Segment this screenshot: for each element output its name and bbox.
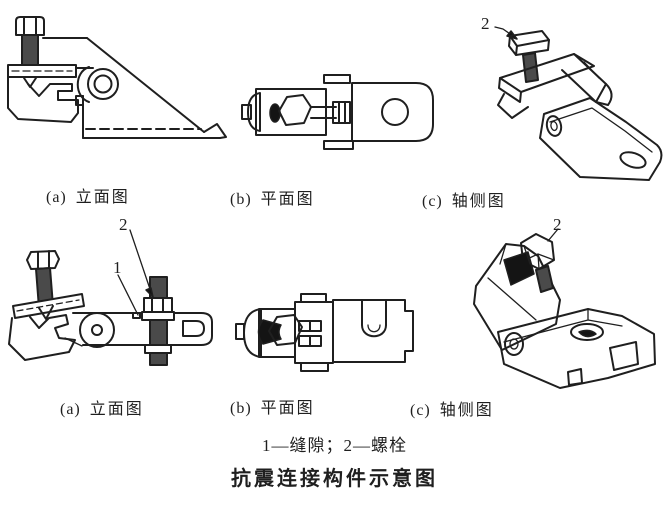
caption-marker: (a) [60, 401, 81, 418]
caption-text: 平面图 [260, 191, 315, 208]
caption-text: 轴侧图 [439, 402, 494, 419]
link-body [323, 74, 434, 150]
middle-block [294, 293, 334, 372]
caption-bottom-axonometric: (c) 轴侧图 [410, 396, 494, 420]
bolt-icon [257, 314, 303, 346]
caption-bottom-plan: (b) 平面图 [230, 394, 315, 418]
figure-title: 抗震连接构件示意图 [231, 468, 438, 490]
panel-bottom-elevation: 2 1 [5, 215, 240, 388]
gap-notch [132, 312, 141, 319]
part-label-bolt: 2 [119, 215, 128, 234]
caption-marker: (b) [230, 191, 252, 208]
panel-top-axonometric: 2 [450, 10, 665, 185]
elevation-view-drawing [8, 229, 213, 366]
plan-view-drawing [241, 74, 434, 150]
anchor-rod-icon [141, 276, 175, 366]
axonometric-view-drawing [494, 26, 663, 181]
caption-top-axonometric: (c) 轴侧图 [422, 187, 506, 211]
slotted-plate [332, 299, 414, 363]
caption-marker: (a) [46, 189, 67, 206]
clamp-end [241, 88, 327, 136]
part-label-bolt: 2 [481, 14, 490, 33]
caption-text: 平面图 [260, 400, 315, 417]
base-bracket [497, 308, 656, 389]
panel-top-plan [240, 62, 445, 162]
part-label-gap: 1 [113, 258, 122, 277]
caption-top-elevation: (a) 立面图 [46, 183, 130, 207]
caption-top-plan: (b) 平面图 [230, 185, 315, 209]
caption-text: 立面图 [75, 189, 130, 206]
bolt-icon [503, 233, 555, 286]
caption-marker: (c) [422, 193, 443, 210]
figure-legend: 1—缝隙；2—螺栓 [262, 436, 407, 455]
part-label-bolt: 2 [553, 215, 562, 234]
panel-bottom-plan [235, 280, 435, 390]
elevation-view-drawing [7, 16, 227, 139]
bolt-icon [15, 16, 45, 88]
leader-lines [117, 229, 154, 316]
panel-bottom-axonometric: 2 [440, 212, 665, 392]
plan-view-drawing [235, 293, 414, 372]
leader-line [494, 26, 518, 40]
caption-text: 轴侧图 [451, 193, 506, 210]
bolt-icon [269, 94, 351, 126]
axonometric-view-drawing [473, 228, 656, 389]
leader-line [547, 228, 559, 242]
caption-text: 立面图 [89, 401, 144, 418]
caption-marker: (c) [410, 402, 431, 419]
clamp-arm [473, 243, 561, 351]
caption-marker: (b) [230, 400, 252, 417]
clamp-body [497, 53, 613, 119]
pivot-arm [64, 312, 213, 348]
panel-top-elevation [5, 8, 230, 148]
caption-bottom-elevation: (a) 立面图 [60, 395, 144, 419]
clamp-bolt-icon [8, 250, 85, 361]
bracket-plate [42, 37, 227, 139]
clamp-jaw [7, 64, 79, 123]
bracket-plate [539, 97, 663, 181]
